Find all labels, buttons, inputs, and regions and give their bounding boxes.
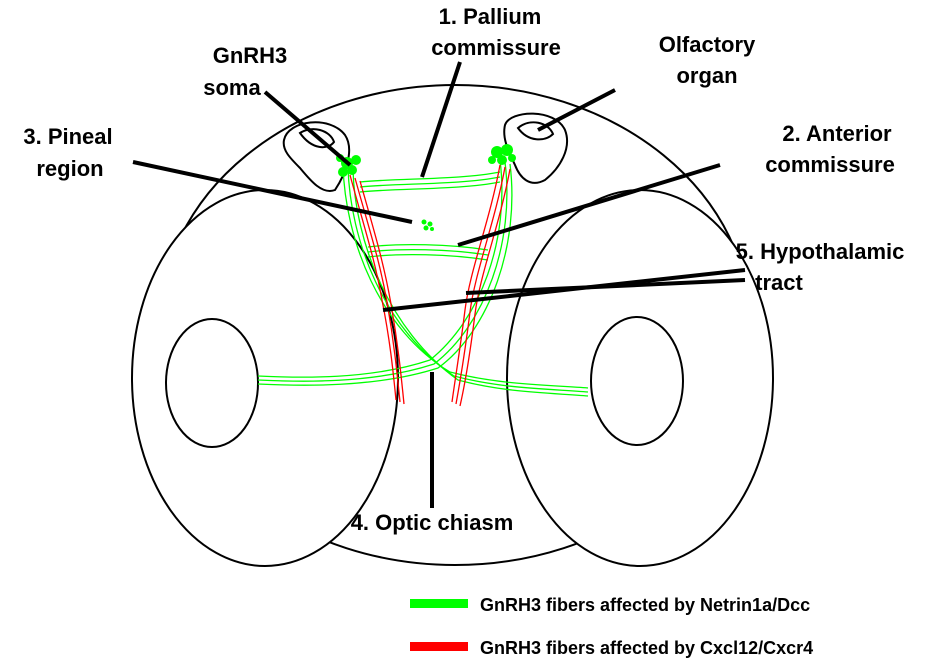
right-eye [507,190,773,566]
svg-text:region: region [36,156,103,181]
svg-text:GnRH3: GnRH3 [213,43,288,68]
label-hypothalamic-tract: 5. Hypothalamic tract [736,239,905,295]
right-olfactory-organ [504,114,567,183]
svg-text:commissure: commissure [765,152,895,177]
svg-text:2. Anterior: 2. Anterior [782,121,892,146]
svg-text:tract: tract [755,270,803,295]
legend: GnRH3 fibers affected by Netrin1a/Dcc Gn… [410,595,813,658]
legend-item-cxcl12: GnRH3 fibers affected by Cxcl12/Cxcr4 [410,638,813,658]
label-anterior-commissure: 2. Anterior commissure [765,121,895,177]
pointer-pallium [422,62,460,177]
legend-swatch-green [410,599,468,608]
svg-text:commissure: commissure [431,35,561,60]
anterior-commissure-fiber [368,245,488,260]
svg-text:Olfactory: Olfactory [659,32,756,57]
svg-text:GnRH3 fibers affected by Cxcl1: GnRH3 fibers affected by Cxcl12/Cxcr4 [480,638,813,658]
svg-text:organ: organ [676,63,737,88]
label-olfactory-organ: Olfactory organ [659,32,756,88]
svg-text:1. Pallium: 1. Pallium [439,4,542,29]
label-optic-chiasm: 4. Optic chiasm [351,510,514,535]
pineal-cells [422,220,435,232]
svg-text:4. Optic chiasm: 4. Optic chiasm [351,510,514,535]
legend-swatch-red [410,642,468,651]
label-pallium-commissure: 1. Pallium commissure [431,4,561,60]
legend-item-netrin: GnRH3 fibers affected by Netrin1a/Dcc [410,595,810,615]
right-soma-cluster [488,144,516,165]
svg-text:soma: soma [203,75,261,100]
svg-text:GnRH3 fibers affected by Netri: GnRH3 fibers affected by Netrin1a/Dcc [480,595,810,615]
svg-text:5. Hypothalamic: 5. Hypothalamic [736,239,905,264]
pointer-olfactory [538,90,615,130]
svg-text:3. Pineal: 3. Pineal [23,124,112,149]
label-pineal-region: 3. Pineal region [23,124,112,181]
pallium-commissure-fiber [360,172,500,192]
label-gnrh-soma: GnRH3 soma [203,43,287,100]
